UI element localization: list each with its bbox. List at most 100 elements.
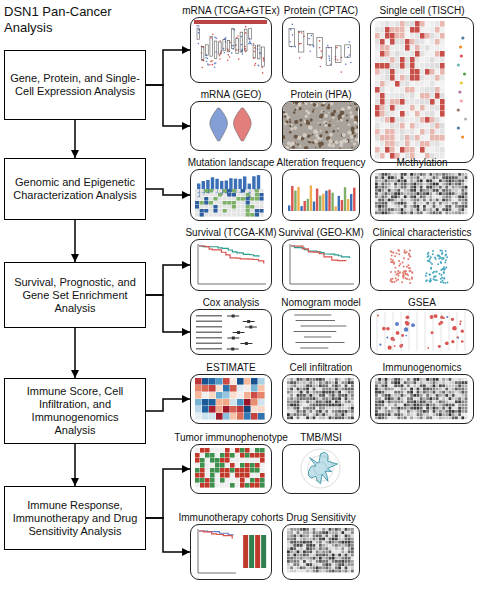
data-dot bbox=[255, 63, 257, 65]
heat-cell bbox=[423, 341, 427, 345]
heat-cell bbox=[213, 189, 217, 193]
heat-cell bbox=[391, 341, 395, 345]
heat-cell bbox=[449, 195, 452, 198]
heat-cell bbox=[380, 45, 385, 51]
heat-cell bbox=[313, 381, 316, 384]
heat-cell bbox=[391, 179, 394, 182]
heat-cell bbox=[255, 209, 259, 213]
heat-cell bbox=[287, 388, 290, 391]
heat-cell bbox=[410, 179, 413, 182]
heat-cell bbox=[300, 378, 303, 381]
panel-heading: Clinical characteristics bbox=[373, 226, 472, 239]
stained-cell bbox=[294, 135, 298, 139]
heat-cell bbox=[442, 205, 445, 208]
heat-cell bbox=[255, 205, 259, 209]
data-dot bbox=[250, 42, 252, 44]
heat-cell bbox=[445, 199, 448, 202]
data-dot bbox=[214, 66, 216, 68]
heat-cell bbox=[335, 407, 338, 410]
heat-cell bbox=[458, 208, 461, 211]
heat-cell bbox=[237, 385, 244, 392]
heat-cell bbox=[316, 381, 319, 384]
heat-cell bbox=[223, 193, 227, 197]
box-plot bbox=[249, 28, 252, 39]
frequency-bar bbox=[325, 191, 327, 211]
data-dot bbox=[348, 47, 350, 49]
data-dot bbox=[337, 59, 339, 61]
heat-cell bbox=[209, 399, 216, 406]
heat-cell bbox=[435, 105, 440, 111]
thumbnail-panel: Mutation landscape bbox=[190, 156, 272, 221]
heat-cell bbox=[397, 176, 400, 179]
heat-cell bbox=[463, 345, 467, 349]
heat-cell bbox=[413, 192, 416, 195]
data-dot bbox=[254, 65, 256, 67]
sample-dot bbox=[428, 260, 430, 262]
heat-cell bbox=[351, 384, 354, 387]
panel-frame bbox=[282, 309, 360, 355]
stained-cell bbox=[298, 103, 302, 107]
data-dot bbox=[237, 35, 239, 37]
heat-cell bbox=[375, 21, 380, 27]
heat-cell bbox=[329, 394, 332, 397]
heat-cell bbox=[407, 186, 410, 189]
data-dot bbox=[216, 37, 218, 39]
scale-line bbox=[296, 320, 335, 321]
sample-dot bbox=[443, 272, 445, 274]
sample-dot bbox=[402, 275, 404, 277]
heat-cell bbox=[449, 189, 452, 192]
heat-cell bbox=[442, 186, 445, 189]
stained-cell bbox=[300, 124, 303, 127]
enrichment-dot bbox=[434, 314, 438, 318]
heat-cell bbox=[387, 313, 391, 317]
heat-cell bbox=[236, 213, 240, 217]
heat-cell bbox=[391, 337, 395, 341]
heat-cell bbox=[385, 123, 390, 129]
enrichment-dot bbox=[396, 331, 400, 335]
heat-cell bbox=[458, 173, 461, 176]
heat-cell bbox=[322, 404, 325, 407]
stained-cell bbox=[289, 121, 291, 123]
heat-cell bbox=[259, 209, 263, 213]
data-dot bbox=[261, 67, 263, 69]
box-label: Gene, Protein, and Single-Cell Expressio… bbox=[10, 72, 140, 98]
sample-dot bbox=[401, 281, 403, 283]
box-plot bbox=[289, 28, 295, 46]
heat-cell bbox=[463, 333, 467, 337]
heat-cell bbox=[465, 179, 468, 182]
heat-cell bbox=[459, 341, 463, 345]
heat-cell bbox=[423, 189, 426, 192]
heat-cell bbox=[429, 202, 432, 205]
heat-cell bbox=[410, 208, 413, 211]
heat-cell bbox=[420, 75, 425, 81]
heat-cell bbox=[293, 378, 296, 381]
heat-cell bbox=[200, 197, 204, 201]
frequency-bar bbox=[335, 206, 337, 211]
heat-cell bbox=[415, 135, 420, 141]
heat-cell bbox=[413, 186, 416, 189]
heat-cell bbox=[290, 381, 293, 384]
heat-cell bbox=[430, 45, 435, 51]
heat-cell bbox=[319, 378, 322, 381]
heat-cell bbox=[400, 117, 405, 123]
heat-cell bbox=[387, 337, 391, 341]
heat-cell bbox=[348, 400, 351, 403]
heat-cell bbox=[303, 407, 306, 410]
sample-dot bbox=[434, 279, 436, 281]
heat-cell bbox=[407, 183, 410, 186]
stained-cell bbox=[355, 138, 358, 141]
heat-cell bbox=[401, 192, 404, 195]
heat-cell bbox=[415, 341, 419, 345]
heat-cell bbox=[290, 378, 293, 381]
heat-cell bbox=[290, 404, 293, 407]
heat-cell bbox=[407, 173, 410, 176]
heat-cell bbox=[309, 391, 312, 394]
heat-cell bbox=[400, 99, 405, 105]
heat-cell bbox=[395, 87, 400, 93]
heat-cell bbox=[303, 410, 306, 413]
heat-cell bbox=[297, 378, 300, 381]
heat-cell bbox=[400, 111, 405, 117]
heat-cell bbox=[400, 63, 405, 69]
heat-cell bbox=[420, 87, 425, 93]
heat-cell bbox=[335, 397, 338, 400]
